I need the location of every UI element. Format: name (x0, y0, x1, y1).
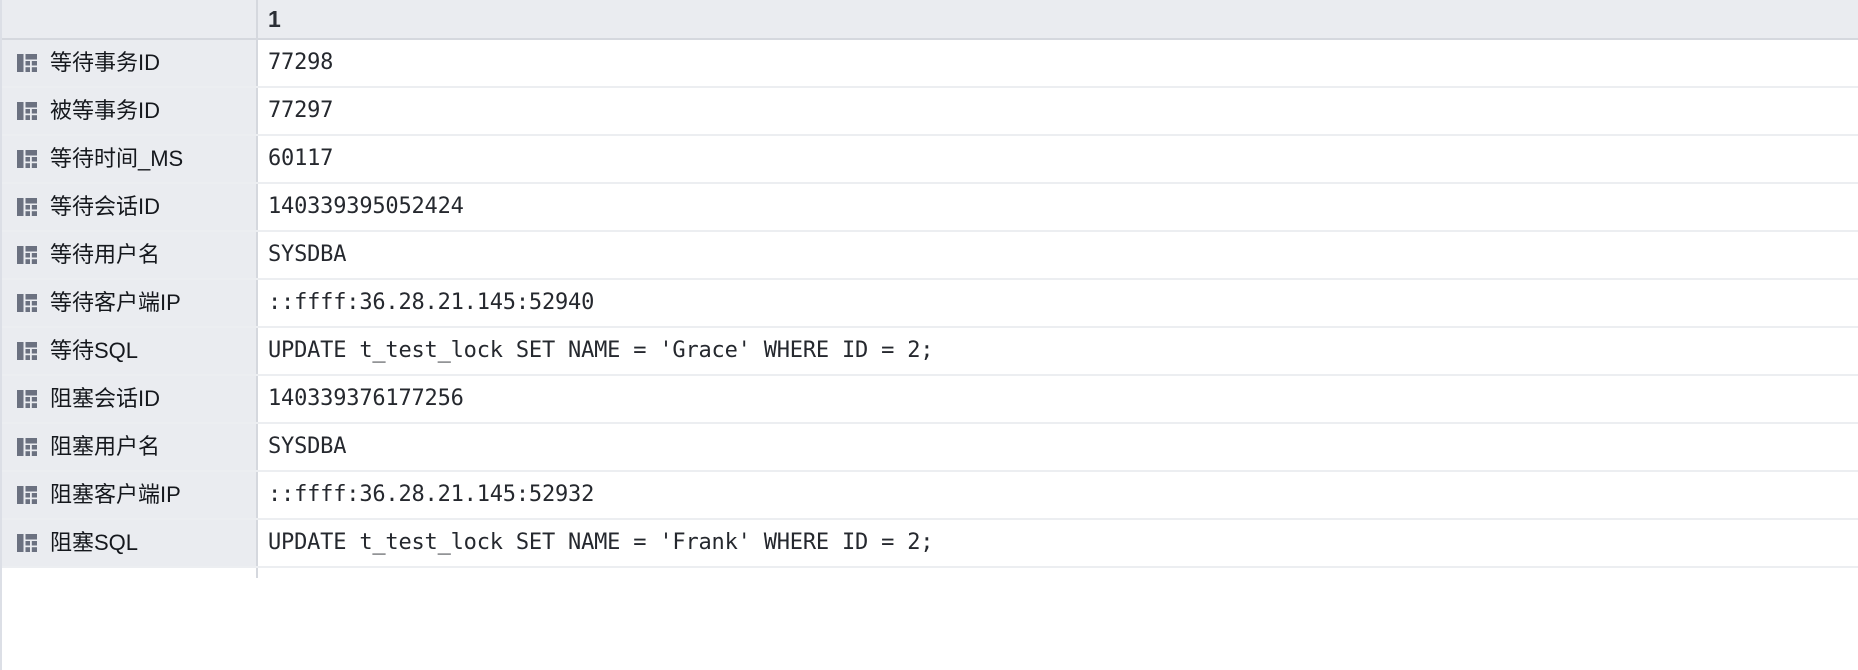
row-value-cell[interactable]: SYSDBA (258, 232, 1858, 278)
row-field-cell[interactable]: 等待SQL (2, 328, 258, 374)
row-field-cell[interactable]: 阻塞会话ID (2, 376, 258, 422)
row-value-text: UPDATE t_test_lock SET NAME = 'Grace' WH… (268, 338, 934, 363)
row-value-text: 140339395052424 (268, 194, 464, 219)
grid-header-row: 1 (2, 0, 1858, 40)
table-row[interactable]: 阻塞用户名 SYSDBA (2, 424, 1858, 472)
row-field-cell[interactable]: 等待事务ID (2, 40, 258, 86)
table-row-partial (2, 568, 1858, 578)
row-value-cell[interactable]: UPDATE t_test_lock SET NAME = 'Grace' WH… (258, 328, 1858, 374)
row-field-cell[interactable]: 等待会话ID (2, 184, 258, 230)
row-value-text: SYSDBA (268, 434, 347, 459)
table-row[interactable]: 被等事务ID 77297 (2, 88, 1858, 136)
table-row[interactable]: 阻塞会话ID 140339376177256 (2, 376, 1858, 424)
row-field-label: 阻塞用户名 (50, 434, 161, 459)
table-grid-icon (17, 150, 37, 168)
row-field-cell[interactable]: 被等事务ID (2, 88, 258, 134)
table-row[interactable]: 阻塞SQL UPDATE t_test_lock SET NAME = 'Fran… (2, 520, 1858, 568)
row-field-label: 等待用户名 (50, 242, 161, 267)
row-value-text: 140339376177256 (268, 386, 464, 411)
table-row[interactable]: 等待时间_MS 60117 (2, 136, 1858, 184)
row-value-cell[interactable]: 140339395052424 (258, 184, 1858, 230)
grid-header-field-column[interactable] (2, 0, 258, 38)
row-value-text: SYSDBA (268, 242, 347, 267)
table-row[interactable]: 等待用户名 SYSDBA (2, 232, 1858, 280)
row-field-cell[interactable]: 等待时间_MS (2, 136, 258, 182)
row-value-text: 60117 (268, 146, 334, 171)
row-value-cell (258, 568, 1858, 578)
table-grid-icon (17, 486, 37, 504)
table-row[interactable]: 阻塞客户端IP::ffff:36.28.21.145:52932 (2, 472, 1858, 520)
table-row[interactable]: 等待会话ID 140339395052424 (2, 184, 1858, 232)
row-value-cell[interactable]: 77297 (258, 88, 1858, 134)
row-field-label: 阻塞客户端IP (50, 482, 181, 507)
row-value-cell[interactable]: SYSDBA (258, 424, 1858, 470)
row-field-label: 等待SQL (50, 338, 139, 363)
row-field-label: 等待时间_MS (50, 146, 184, 171)
row-field-cell[interactable]: 阻塞用户名 (2, 424, 258, 470)
row-field-cell[interactable]: 等待用户名 (2, 232, 258, 278)
row-value-text: 77298 (268, 50, 334, 75)
table-grid-icon (17, 438, 37, 456)
row-value-cell[interactable]: 77298 (258, 40, 1858, 86)
row-field-cell[interactable]: 等待客户端IP (2, 280, 258, 326)
row-value-cell[interactable]: ::ffff:36.28.21.145:52932 (258, 472, 1858, 518)
grid-header-value-column[interactable]: 1 (258, 0, 1858, 38)
row-field-label: 阻塞会话ID (50, 386, 161, 411)
table-grid-icon (17, 342, 37, 360)
row-field-cell[interactable]: 阻塞SQL (2, 520, 258, 566)
table-grid-icon (17, 294, 37, 312)
row-value-cell[interactable]: ::ffff:36.28.21.145:52940 (258, 280, 1858, 326)
row-field-label: 等待客户端IP (50, 290, 181, 315)
grid-body: 等待事务ID 77298 被等事务ID 77297 等待时间_MS 60117 等待会话ID… (2, 40, 1858, 670)
row-field-label: 等待事务ID (50, 50, 161, 75)
table-grid-icon (17, 534, 37, 552)
row-field-label: 被等事务ID (50, 98, 161, 123)
table-row[interactable]: 等待SQL UPDATE t_test_lock SET NAME = 'Grac… (2, 328, 1858, 376)
table-grid-icon (17, 198, 37, 216)
row-value-cell[interactable]: 60117 (258, 136, 1858, 182)
table-grid-icon (17, 390, 37, 408)
row-value-text: ::ffff:36.28.21.145:52932 (268, 482, 595, 507)
row-value-cell[interactable]: UPDATE t_test_lock SET NAME = 'Frank' WH… (258, 520, 1858, 566)
row-field-cell[interactable]: 阻塞客户端IP (2, 472, 258, 518)
row-field-label: 等待会话ID (50, 194, 161, 219)
table-grid-icon (17, 54, 37, 72)
row-field-label: 阻塞SQL (50, 530, 139, 555)
row-value-text: UPDATE t_test_lock SET NAME = 'Frank' WH… (268, 530, 934, 555)
row-field-cell (2, 568, 258, 578)
row-value-text: ::ffff:36.28.21.145:52940 (268, 290, 595, 315)
table-grid-icon (17, 102, 37, 120)
table-row[interactable]: 等待事务ID 77298 (2, 40, 1858, 88)
table-row[interactable]: 等待客户端IP::ffff:36.28.21.145:52940 (2, 280, 1858, 328)
table-grid-icon (17, 246, 37, 264)
row-value-text: 77297 (268, 98, 334, 123)
grid-header-value-label: 1 (268, 5, 281, 32)
row-value-cell[interactable]: 140339376177256 (258, 376, 1858, 422)
